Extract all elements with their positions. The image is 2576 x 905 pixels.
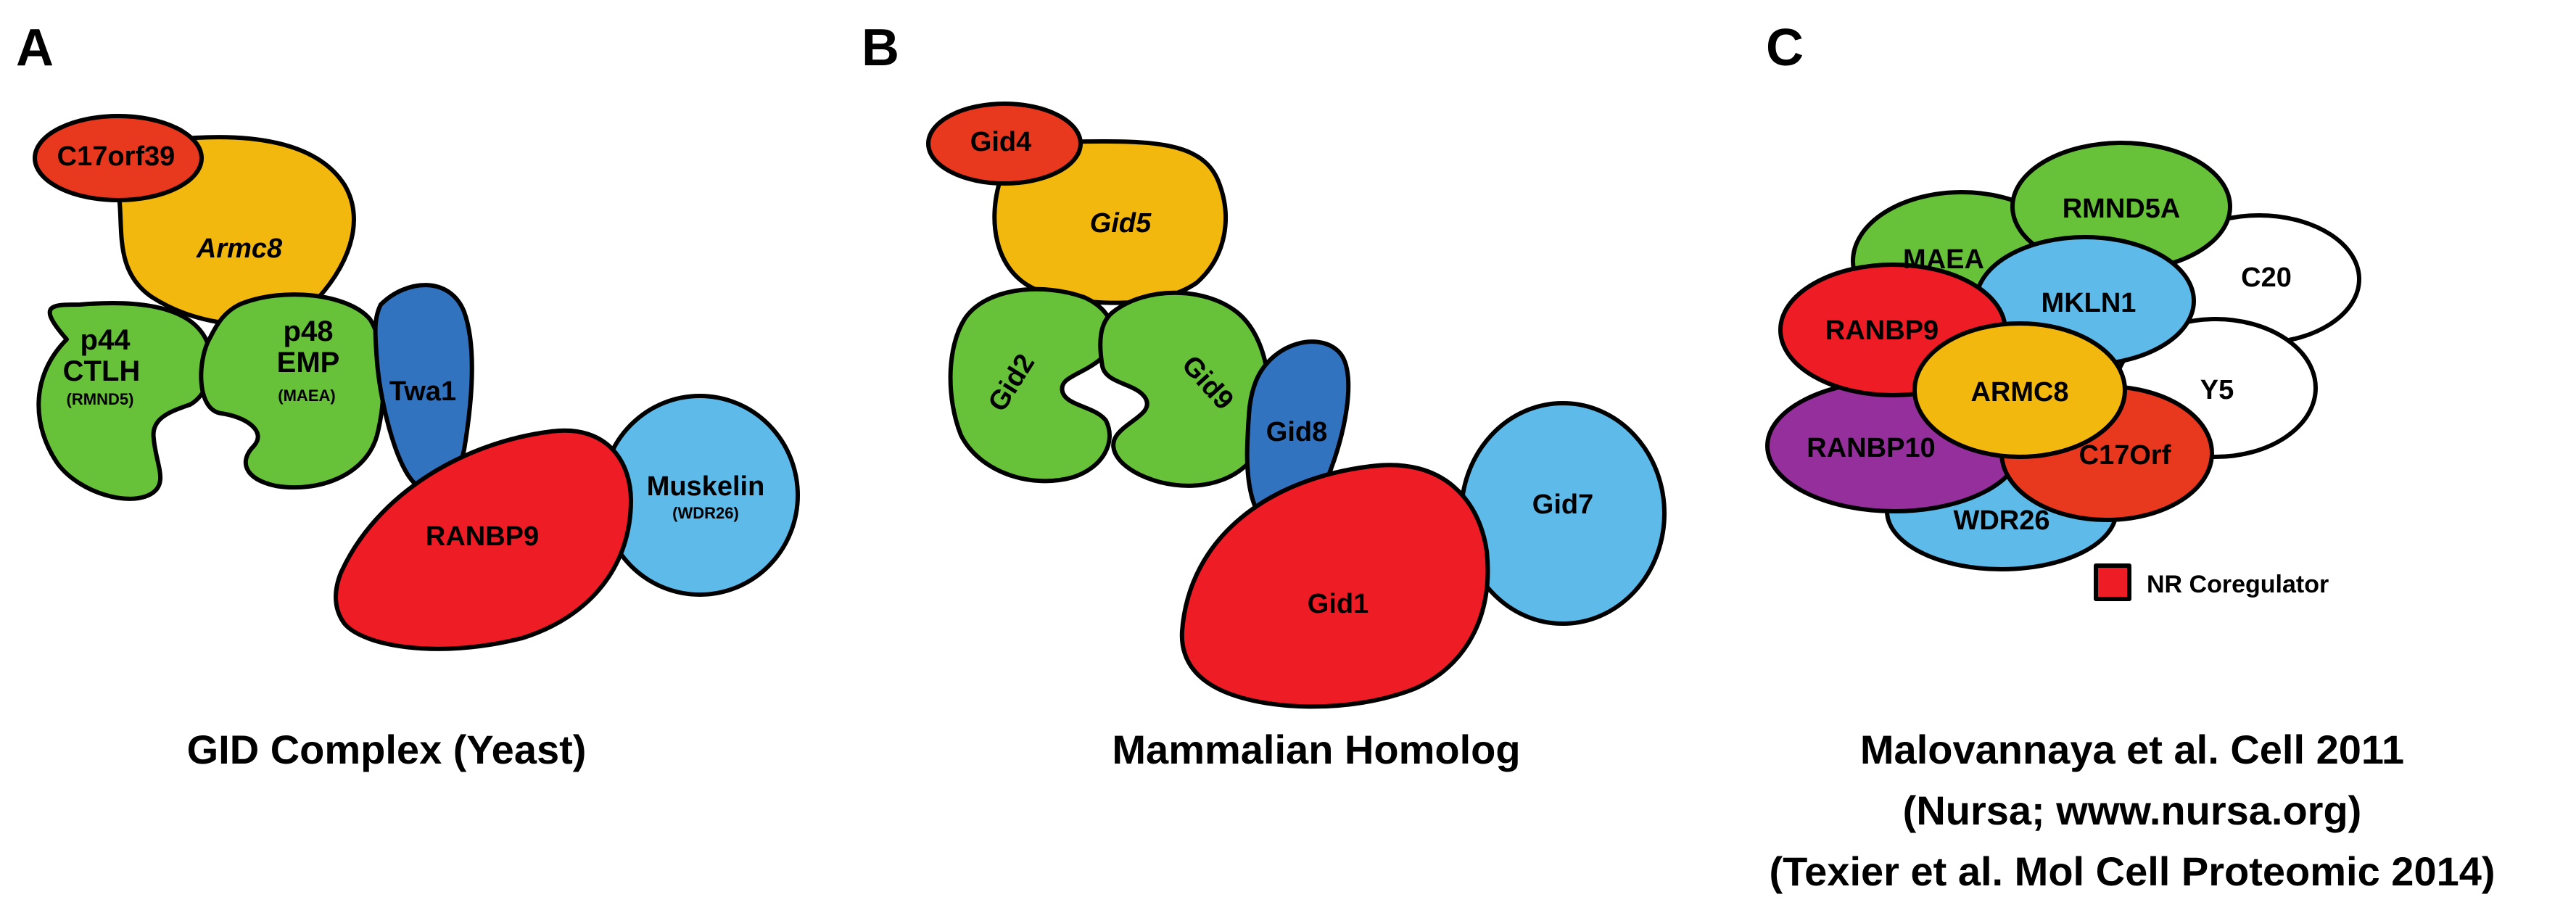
p44-label-line2: CTLH	[63, 355, 141, 387]
panel-c-letter: C	[1766, 19, 1804, 77]
p48-label-line2: EMP	[277, 347, 340, 379]
twa1-label: Twa1	[389, 376, 456, 407]
gid5-label: Gid5	[1090, 208, 1152, 239]
c17orf-label: C17Orf	[2079, 440, 2171, 471]
panel-a-caption: GID Complex (Yeast)	[187, 727, 587, 772]
panel-c-caption-line3: (Texier et al. Mol Cell Proteomic 2014)	[1769, 848, 2495, 894]
gid1-blob	[1179, 463, 1490, 709]
ranbp9-a-blob	[334, 428, 633, 651]
p44-ctlh-blob	[36, 301, 214, 501]
c17orf39-label: C17orf39	[57, 141, 176, 172]
p48-label-line1: p48	[284, 315, 334, 347]
mkln1-label: MKLN1	[2042, 288, 2137, 318]
maea-label: MAEA	[1903, 244, 1984, 275]
armc8-label: Armc8	[196, 234, 283, 264]
c17orf39-blob	[33, 114, 204, 202]
ranbp9-c-label: RANBP9	[1825, 315, 1939, 346]
panel-b-letter: B	[862, 19, 899, 77]
panel-c-caption-line1: Malovannaya et al. Cell 2011	[1860, 727, 2404, 772]
wdr26-label: WDR26	[1953, 505, 2049, 536]
gid8-label: Gid8	[1266, 417, 1327, 447]
c20-label: C20	[2241, 263, 2292, 293]
panel-b-caption: Mammalian Homolog	[1112, 727, 1520, 772]
gid2-blob	[948, 286, 1115, 484]
armc8-c-label: ARMC8	[1970, 377, 2068, 408]
rmnd5a-label: RMND5A	[2063, 194, 2181, 224]
gid4-label: Gid4	[970, 127, 1031, 157]
y5-label: Y5	[2200, 375, 2234, 405]
gid9-blob	[1098, 290, 1271, 488]
p48-emp-blob	[199, 292, 386, 490]
muskelin-label-sub: (WDR26)	[672, 504, 739, 522]
ranbp9-a-label: RANBP9	[426, 521, 539, 552]
ranbp10-label: RANBP10	[1807, 433, 1935, 463]
panel-a-letter: A	[16, 19, 54, 77]
panel-c: C RMND5A MAEA C20 MKLN1 RANBP9 Y5 ARMC8 …	[1765, 19, 2496, 894]
muskelin-label: Muskelin	[647, 471, 765, 502]
gid4-blob	[926, 102, 1083, 186]
panel-c-caption-line2: (Nursa; www.nursa.org)	[1903, 788, 2362, 833]
armc8-c-blob	[1912, 321, 2127, 459]
gid1-label: Gid1	[1308, 589, 1368, 619]
legend-swatch	[2094, 563, 2131, 601]
p44-label-line1: p44	[80, 324, 131, 356]
gid7-label: Gid7	[1532, 489, 1593, 520]
p44-label-sub: (RMND5)	[67, 390, 134, 408]
p48-label-sub: (MAEA)	[278, 387, 335, 405]
legend-label: NR Coregulator	[2147, 571, 2329, 598]
panel-a: A C17orf39 Armc8 p44 CTLH (RMND5) p48 EM…	[16, 19, 800, 772]
panel-b: B Gid4 Gid5 Gid2 Gid9 Gid8 Gid1 Gid7 Mam…	[862, 19, 1667, 772]
